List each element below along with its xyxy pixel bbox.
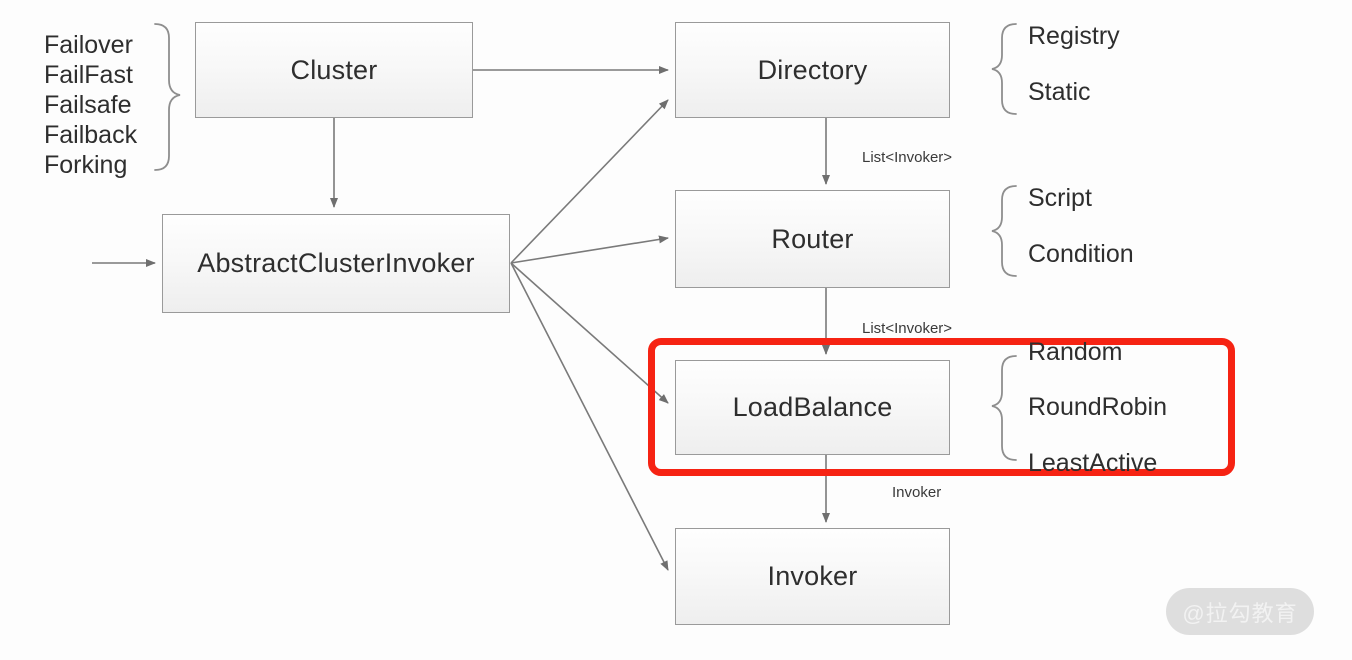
node-router-label: Router [771, 223, 854, 254]
node-directory-label: Directory [757, 54, 868, 85]
node-invoker-label: Invoker [767, 561, 858, 591]
brace-directory-options [991, 23, 1017, 115]
cluster-strategy-list: Failover FailFast Failsafe Failback Fork… [44, 30, 137, 180]
brace-router-options [991, 185, 1017, 277]
node-cluster[interactable]: Cluster [195, 22, 473, 118]
brace-cluster-strategies [154, 23, 181, 171]
watermark: @拉勾教育 [1166, 588, 1314, 635]
edge-label-router-loadbalance: List<Invoker> [862, 320, 953, 337]
cluster-strategy-item: FailFast [44, 61, 133, 89]
option-loadbalance-roundrobin: RoundRobin [1028, 393, 1167, 421]
node-cluster-label: Cluster [290, 54, 378, 85]
edge-label-directory-router: List<Invoker> [862, 149, 953, 166]
option-directory-registry: Registry [1028, 22, 1120, 50]
edge-label-loadbalance-invoker: Invoker [892, 484, 942, 501]
node-abstractclusterinvoker-label: AbstractClusterInvoker [197, 248, 475, 278]
node-loadbalance[interactable]: LoadBalance [675, 360, 950, 455]
edge-aci-to-directory [510, 99, 669, 264]
node-abstractclusterinvoker[interactable]: AbstractClusterInvoker [162, 214, 510, 313]
option-loadbalance-leastactive: LeastActive [1028, 449, 1158, 477]
option-router-condition: Condition [1028, 240, 1134, 268]
option-directory-static: Static [1028, 78, 1091, 106]
option-loadbalance-random: Random [1028, 338, 1123, 366]
option-router-script: Script [1028, 184, 1092, 212]
node-directory[interactable]: Directory [675, 22, 950, 118]
node-invoker[interactable]: Invoker [675, 528, 950, 625]
cluster-strategy-item: Forking [44, 151, 128, 179]
edge-aci-to-router [510, 235, 669, 264]
edge-aci-to-loadbalance [510, 262, 669, 404]
cluster-strategy-item: Failback [44, 121, 138, 149]
node-loadbalance-label: LoadBalance [732, 392, 893, 422]
edge-aci-to-invoker [510, 262, 669, 571]
cluster-strategy-item: Failover [44, 31, 133, 59]
node-router[interactable]: Router [675, 190, 950, 288]
watermark-text: @拉勾教育 [1182, 600, 1298, 626]
cluster-strategy-item: Failsafe [44, 91, 132, 119]
